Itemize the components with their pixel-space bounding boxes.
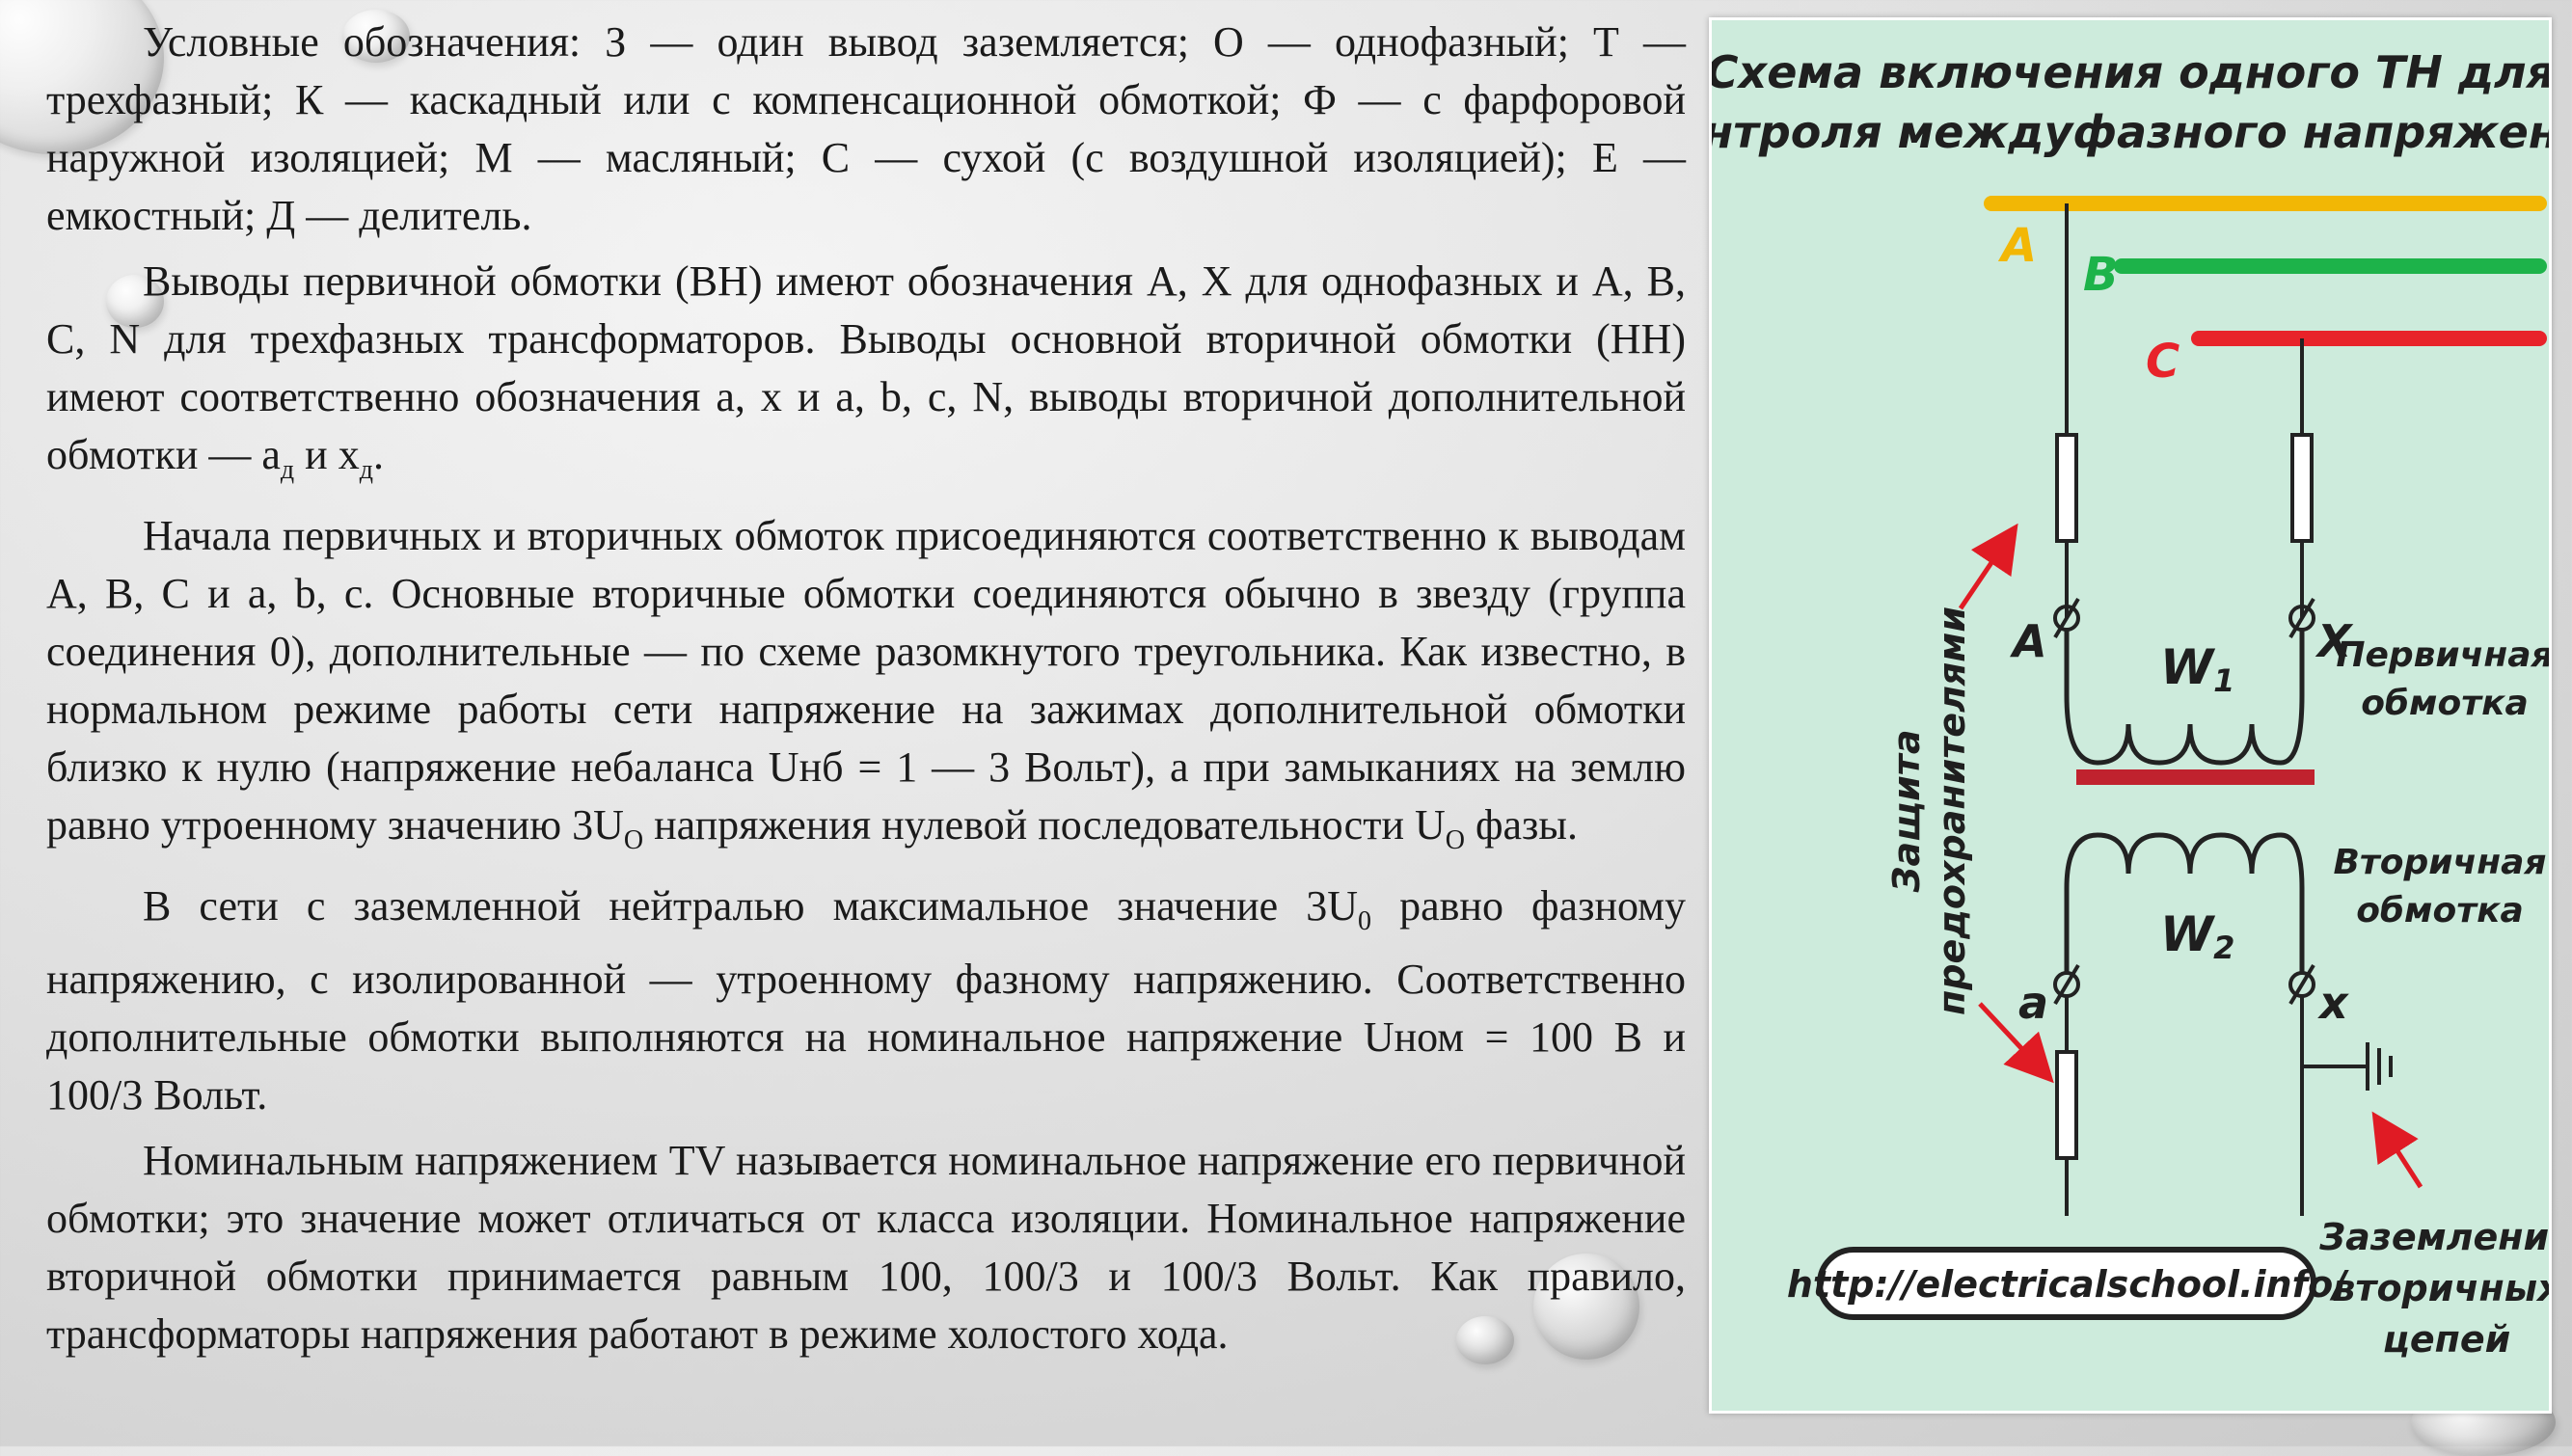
terminal-X-label: X — [2315, 615, 2354, 667]
paragraph: Условные обозначения: З — один вывод заз… — [46, 13, 1686, 245]
paragraph: В сети с заземленной нейтралью максималь… — [46, 877, 1686, 1124]
url-pill — [1817, 1247, 2316, 1320]
paragraph: Начала первичных и вторичных обмоток при… — [46, 507, 1686, 870]
ground-arrow — [2371, 1111, 2423, 1189]
secondary-winding — [2064, 832, 2305, 975]
primary-fuse-a — [2055, 433, 2078, 543]
winding-2-label: W2 — [2160, 906, 2234, 966]
phase-c-label: C — [2146, 335, 2179, 389]
paragraph-text: равно фазному напряжению, с изолированно… — [46, 882, 1687, 1119]
ground-label-line2: вторичных — [2332, 1267, 2549, 1309]
ground-label-line3: цепей — [2383, 1318, 2511, 1361]
subscript: О — [1445, 825, 1465, 855]
fuse-protection-label-line1: Защита — [1885, 730, 1928, 894]
secondary-label-line1: Вторичная — [2333, 843, 2546, 882]
water-drop-decoration — [1533, 1254, 1639, 1360]
primary-label-line2: обмотка — [2361, 684, 2529, 723]
secondary-fuse — [2055, 1050, 2078, 1160]
terminal-A-label: A — [2010, 615, 2047, 667]
diagram-title-line1: Схема включения одного ТН для — [1712, 46, 2549, 98]
primary-label-line1: Первичная — [2336, 635, 2549, 675]
paragraph-text: фазы. — [1465, 801, 1578, 849]
secondary-label-line2: обмотка — [2356, 891, 2524, 930]
subscript: 0 — [1358, 906, 1372, 936]
fuse-arrow-upper — [1958, 523, 2018, 610]
water-drop-decoration — [342, 10, 410, 63]
subscript: д — [359, 455, 373, 485]
paragraph-text: Начала первичных и вторичных обмоток при… — [46, 512, 1686, 849]
paragraph-text: Номинальным напряжением TV называется но… — [46, 1137, 1686, 1358]
transformer-wiring-diagram: Схема включения одного ТН для контроля м… — [1709, 17, 2552, 1414]
terminal-a-label: a — [2018, 977, 2048, 1029]
terminal-A-slash — [2053, 597, 2080, 639]
diagram-svg: Схема включения одного ТН для контроля м… — [1712, 46, 2549, 1361]
primary-winding — [2064, 630, 2305, 766]
article-text: Условные обозначения: З — один вывод заз… — [46, 13, 1686, 1371]
fuse-protection-label-line2: предохранителями — [1931, 607, 1973, 1015]
subscript: О — [623, 825, 644, 855]
primary-fuse-c — [2290, 433, 2314, 543]
fuse-arrow-lower — [1978, 1002, 2054, 1084]
terminal-x-label: x — [2317, 977, 2349, 1029]
paragraph-text: . — [372, 431, 384, 478]
phase-b-label: B — [2083, 248, 2119, 302]
diagram-title-line2: контроля междуфазного напряжения — [1712, 106, 2549, 158]
paragraph-text: напряжения нулевой последовательности U — [643, 801, 1446, 849]
phase-a-label: A — [1997, 219, 2037, 273]
paragraph-text: В сети с заземленной нейтралью максималь… — [143, 882, 1359, 930]
paragraph-text: и х — [294, 431, 360, 478]
water-drop-decoration — [106, 275, 164, 328]
terminal-x-slash — [2288, 963, 2315, 1006]
paragraph-text: Выводы первичной обмотки (ВН) имеют обоз… — [46, 257, 1686, 478]
water-drop-decoration — [1456, 1316, 1514, 1364]
terminal-a-slash — [2053, 963, 2080, 1006]
paragraph: Номинальным напряжением TV называется но… — [46, 1132, 1686, 1363]
source-url: http://electricalschool.info/ — [1787, 1263, 2349, 1306]
ground-label-line1: Заземление — [2318, 1216, 2549, 1258]
winding-1-label: W1 — [2160, 639, 2234, 699]
subscript: д — [280, 455, 295, 485]
paragraph: Выводы первичной обмотки (ВН) имеют обоз… — [46, 253, 1686, 499]
paragraph-text: Условные обозначения: З — один вывод заз… — [46, 18, 1686, 239]
terminal-X-slash — [2288, 597, 2315, 639]
